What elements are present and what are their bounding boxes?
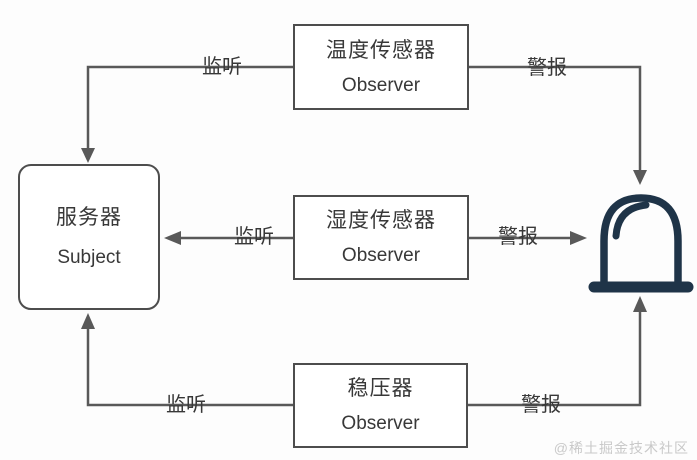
edge-label-listen-middle: 监听: [234, 226, 274, 248]
connector-alarm-top: [469, 65, 647, 185]
subject-title: 服务器: [56, 206, 122, 229]
observer-subtitle: Observer: [341, 413, 420, 434]
observer-title: 稳压器: [347, 377, 414, 400]
alarm-light-icon: [588, 194, 694, 293]
observer-box-temperature: 温度传感器 Observer: [293, 24, 469, 110]
observer-subtitle: Observer: [341, 74, 421, 96]
connector-alarm-bottom: [467, 296, 647, 407]
edge-label-alarm-top: 警报: [527, 57, 567, 79]
arrow-down-icon: [633, 170, 647, 185]
connector-listen-top: [81, 65, 293, 163]
connector-listen-middle: [164, 231, 293, 245]
arrow-up-icon: [81, 313, 95, 329]
subject-subtitle: Subject: [57, 247, 121, 268]
observer-title: 温度传感器: [326, 38, 436, 62]
edge-label-listen-bottom: 监听: [166, 394, 206, 416]
arrow-down-icon: [81, 148, 95, 163]
observer-title: 湿度传感器: [326, 209, 436, 232]
observer-subtitle: Observer: [341, 245, 421, 266]
arrow-right-icon: [570, 231, 587, 245]
edge-label-alarm-middle: 警报: [498, 226, 538, 248]
observer-box-voltage-regulator: 稳压器 Observer: [293, 363, 468, 448]
edge-label-alarm-bottom: 警报: [521, 394, 561, 416]
observer-box-humidity: 湿度传感器 Observer: [293, 195, 469, 280]
connector-alarm-middle: [468, 231, 587, 245]
arrow-up-icon: [633, 296, 647, 312]
connector-listen-bottom: [81, 313, 293, 407]
edge-label-listen-top: 监听: [202, 56, 242, 78]
arrow-left-icon: [164, 231, 181, 245]
watermark: @稀土掘金技术社区: [553, 440, 689, 456]
subject-box: 服务器 Subject: [18, 164, 160, 310]
